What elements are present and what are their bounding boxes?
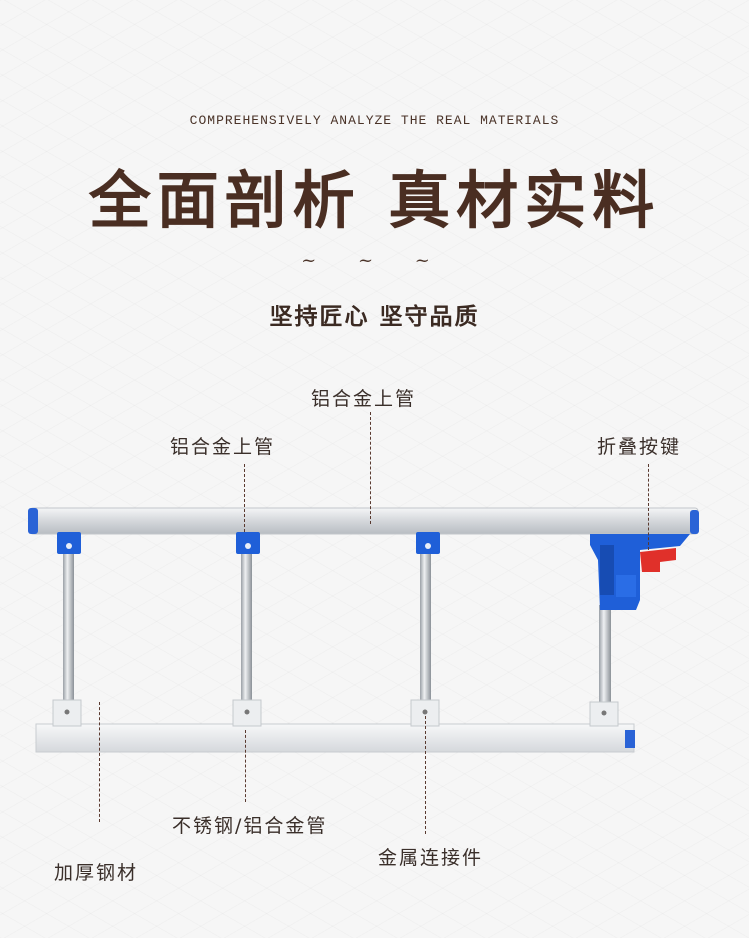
vertical-tube-1	[63, 550, 74, 705]
leader-top-tube-center	[370, 412, 371, 524]
page-headline: 全面剖析 真材实料	[88, 164, 661, 237]
leader-top-tube-left	[244, 464, 245, 532]
label-thick-steel: 加厚钢材	[54, 862, 139, 884]
label-fold-button: 折叠按键	[597, 436, 682, 458]
red-fold-button	[640, 548, 676, 572]
top-rail-left-endcap	[28, 508, 38, 534]
tilde-divider: ~ ~ ~	[301, 250, 448, 271]
top-rail	[28, 507, 699, 535]
fold-mechanism	[590, 534, 690, 610]
top-connectors	[57, 532, 440, 554]
label-top-tube-center: 铝合金上管	[311, 388, 417, 410]
vertical-tube-4	[599, 605, 611, 707]
leader-thick-steel	[99, 702, 100, 822]
bottom-rail	[35, 699, 635, 753]
vertical-tubes	[63, 550, 611, 707]
english-subtitle: COMPREHENSIVELY ANALYZE THE REAL MATERIA…	[189, 113, 560, 128]
top-rail-right-endcap	[690, 510, 699, 534]
leader-metal-connector	[425, 716, 426, 834]
leader-fold-button	[648, 464, 649, 550]
label-metal-connector: 金属连接件	[378, 847, 484, 869]
label-vertical-tube: 不锈钢/铝合金管	[172, 815, 328, 837]
leader-vertical-tube	[245, 730, 246, 802]
slogan: 坚持匠心 坚守品质	[269, 303, 480, 330]
bottom-rail-endcap	[625, 730, 635, 748]
vertical-tube-3	[420, 550, 431, 705]
bottom-connector-1	[52, 699, 82, 727]
vertical-tube-2	[241, 550, 252, 705]
label-top-tube-left: 铝合金上管	[170, 436, 276, 458]
